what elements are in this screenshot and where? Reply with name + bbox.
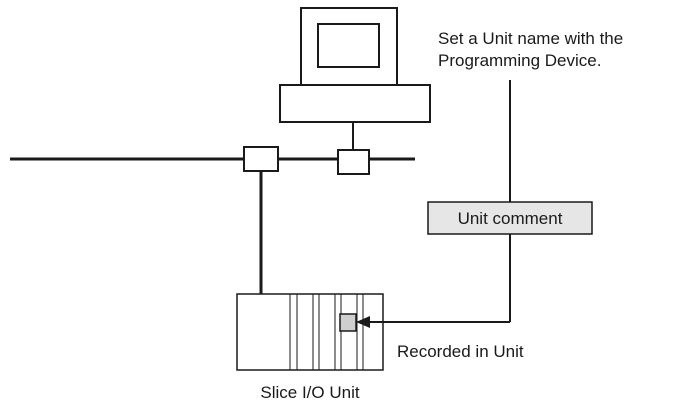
network-connector-right bbox=[337, 149, 370, 175]
unit-body bbox=[236, 293, 384, 371]
arrow-head-icon bbox=[356, 316, 370, 328]
computer-screen bbox=[317, 23, 380, 68]
programming-note-line1: Set a Unit name with the bbox=[438, 29, 623, 48]
unit-comment-label: Unit comment bbox=[458, 209, 563, 228]
unit-comment-box bbox=[427, 201, 593, 235]
slice-io-unit-label: Slice I/O Unit bbox=[260, 383, 359, 402]
slice-io-unit bbox=[236, 293, 384, 371]
computer-icon bbox=[279, 7, 431, 150]
network-connector-left bbox=[243, 146, 279, 172]
recorded-in-unit-label: Recorded in Unit bbox=[397, 342, 524, 361]
programming-note-line2: Programming Device. bbox=[438, 51, 601, 70]
computer-base bbox=[279, 84, 431, 123]
unit-memory-block bbox=[339, 313, 357, 332]
